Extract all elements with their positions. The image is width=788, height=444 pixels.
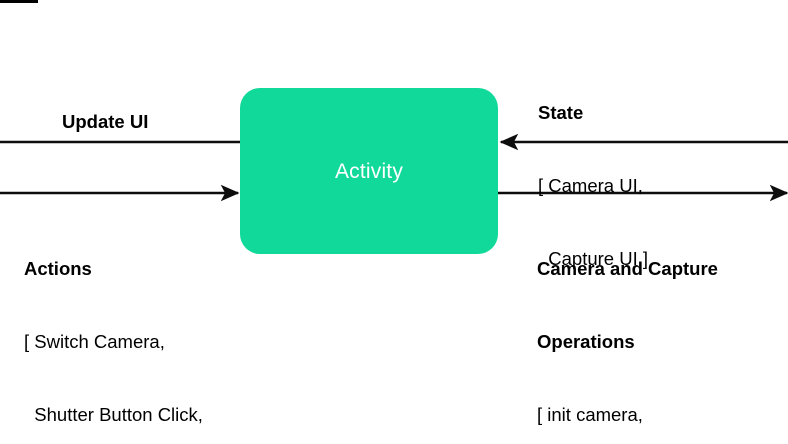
edge-label-camera-operations-line-1: [ init camera, bbox=[537, 404, 643, 426]
edge-label-update-ui: Update UI bbox=[62, 111, 149, 132]
edge-label-state: State [ Camera UI, Capture UI ] bbox=[538, 52, 648, 320]
edge-label-state-heading: State bbox=[538, 101, 584, 123]
edge-label-camera-operations: Camera and Capture Operations [ init cam… bbox=[537, 208, 718, 444]
edge-label-camera-operations-heading-2: Operations bbox=[537, 331, 635, 353]
edge-label-actions-heading: Actions bbox=[24, 257, 92, 279]
crop-marker bbox=[0, 0, 38, 3]
edge-label-actions-line-1: [ Switch Camera, bbox=[24, 331, 165, 353]
node-activity[interactable]: Activity bbox=[240, 88, 498, 254]
node-activity-label: Activity bbox=[334, 159, 404, 183]
edge-label-actions-line-2: Shutter Button Click, bbox=[24, 404, 203, 426]
edge-label-state-line-2: Capture UI ] bbox=[538, 248, 649, 270]
edge-label-state-line-1: [ Camera UI, bbox=[538, 175, 643, 197]
edge-label-camera-operations-heading-1: Camera and Capture bbox=[537, 257, 718, 279]
edge-label-actions: Actions [ Switch Camera, Shutter Button … bbox=[24, 208, 248, 444]
